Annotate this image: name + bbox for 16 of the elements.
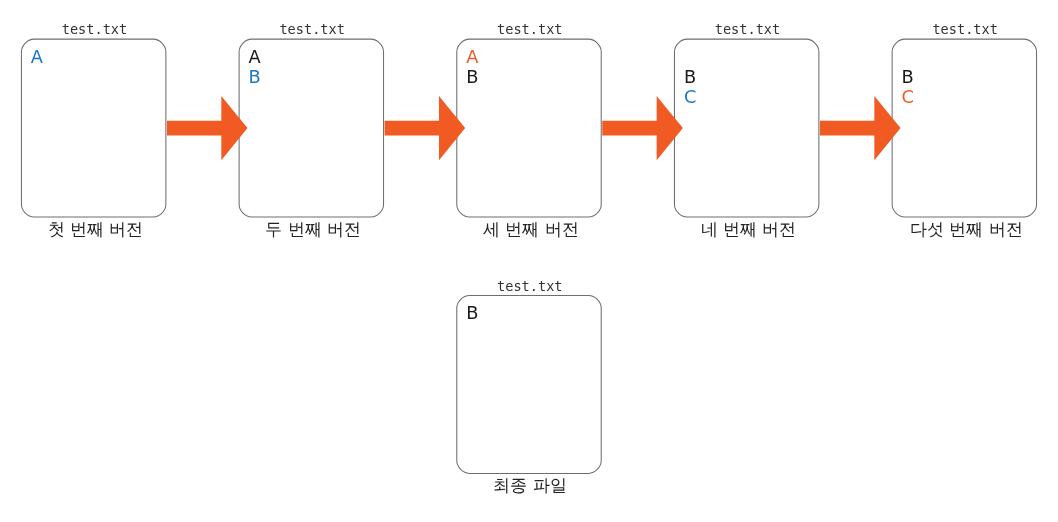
arrow — [166, 95, 248, 160]
arrow — [819, 95, 901, 160]
node-label: 다섯 번째 버전 — [909, 218, 1023, 239]
node-label: 첫 번째 버전 — [47, 218, 144, 239]
node-label: 네 번째 버전 — [700, 218, 797, 239]
node-label: test.txt — [279, 20, 345, 37]
node-label: test.txt — [497, 20, 563, 37]
node-label: test.txt — [61, 20, 128, 37]
node-label: test.txt — [714, 20, 781, 37]
node-label: test.txt — [497, 277, 563, 294]
arrow — [384, 95, 466, 160]
node-label: 두 번째 버전 — [265, 218, 361, 239]
node-label: 최종 파일 — [493, 474, 567, 495]
node-label: test.txt — [932, 20, 998, 37]
arrow — [602, 95, 683, 160]
node-label: 세 번째 버전 — [482, 218, 579, 239]
